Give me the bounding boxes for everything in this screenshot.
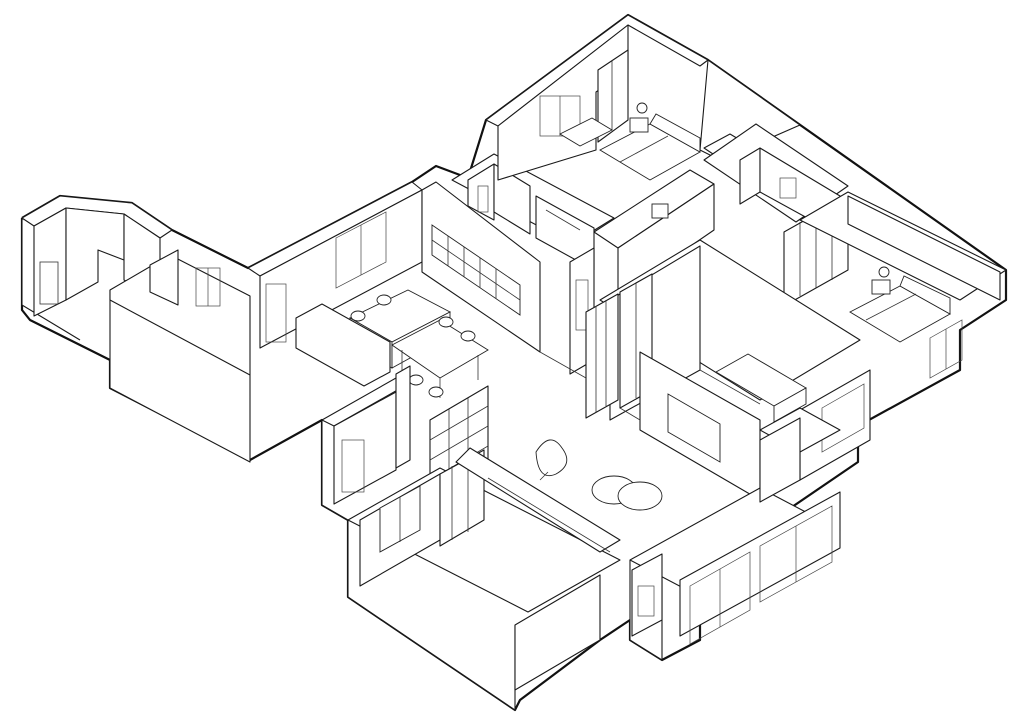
wall-fixture [651, 203, 669, 219]
nightstand [871, 279, 891, 295]
living-room [535, 239, 871, 511]
left-wing [21, 195, 251, 376]
lamp [636, 102, 648, 114]
tv [667, 393, 721, 463]
floor-lines [487, 351, 761, 553]
balcony [629, 407, 841, 645]
window [759, 505, 833, 603]
lounge-chair [535, 439, 568, 477]
dining-table [391, 319, 489, 379]
bottom-room [347, 447, 621, 691]
dining-area [247, 181, 541, 398]
nightstand [629, 117, 649, 133]
window [265, 283, 287, 343]
bedroom-right [799, 191, 1007, 379]
coffee-table [617, 481, 663, 511]
door-opening [39, 261, 59, 305]
shelf-column [585, 293, 619, 419]
window [689, 551, 751, 645]
lamp [878, 266, 890, 278]
top-bathroom [451, 153, 615, 271]
window [929, 319, 963, 379]
window [335, 211, 387, 289]
corridor [569, 169, 715, 375]
chairs [350, 294, 476, 398]
